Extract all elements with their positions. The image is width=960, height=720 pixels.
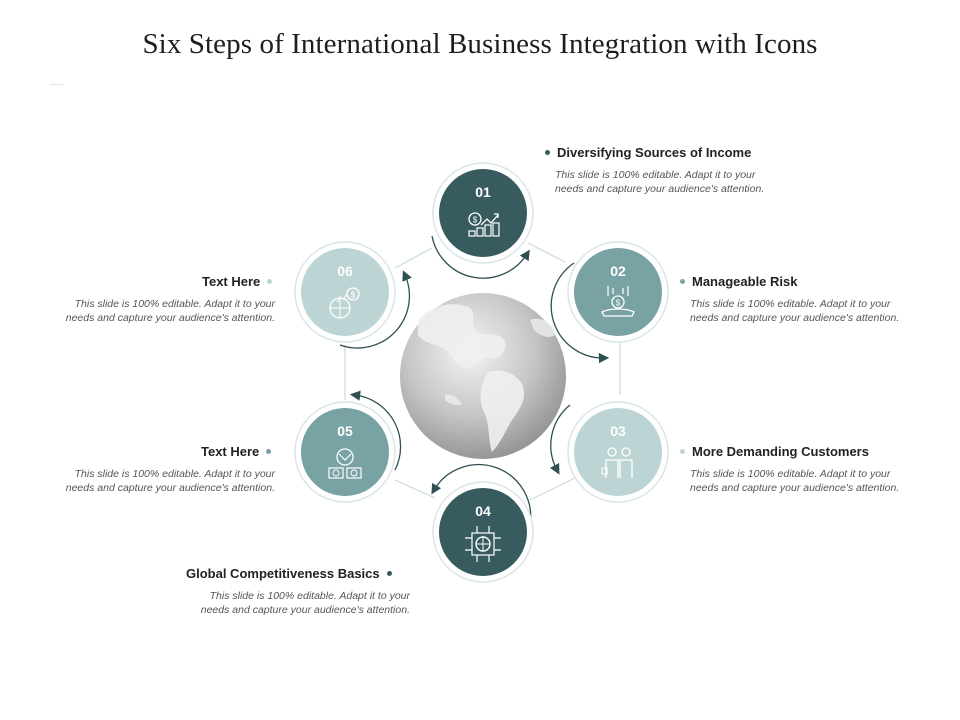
step-03-label-text: More Demanding Customers: [692, 444, 869, 459]
step-04-bullet: [386, 571, 392, 576]
step-01-desc-line2: needs and capture your audience's attent…: [555, 183, 765, 195]
svg-text:$: $: [616, 299, 621, 308]
step-05-circle: 05: [294, 401, 396, 503]
svg-text:$: $: [473, 216, 478, 225]
step-01-desc: This slide is 100% editable. Adapt it to…: [555, 168, 805, 196]
step-05-desc: This slide is 100% editable. Adapt it to…: [25, 467, 275, 495]
globe-network-icon: [465, 526, 501, 562]
step-01-fill: [439, 169, 527, 257]
arc-arrow-04: [431, 463, 532, 526]
money-growth-icon: $: [468, 212, 500, 237]
step-02-label-text: Manageable Risk: [692, 274, 798, 289]
step-04-label-text: Global Competitiveness Basics: [186, 566, 380, 581]
step-05-bullet: [266, 449, 272, 454]
step-04-circle: 04: [432, 481, 534, 583]
step-05-fill: [301, 408, 389, 496]
title-underline: [50, 84, 64, 85]
money-hand-icon: $: [601, 286, 635, 317]
step-03-number: 03: [610, 423, 626, 439]
step-01-bullet: [545, 150, 550, 155]
step-02-circle: 02 $: [567, 241, 669, 343]
step-06-fill: [301, 248, 389, 336]
step-02-desc: This slide is 100% editable. Adapt it to…: [690, 297, 940, 325]
connector-lines: [344, 242, 621, 501]
step-01-circle: 01 $: [432, 162, 534, 264]
step-03-desc: This slide is 100% editable. Adapt it to…: [690, 467, 940, 495]
step-02-fill: [574, 248, 662, 336]
step-06-circle: 06 $: [294, 241, 396, 343]
step-06-desc: This slide is 100% editable. Adapt it to…: [25, 297, 275, 325]
step-02-desc-line1: This slide is 100% editable. Adapt it to…: [690, 298, 891, 310]
step-05-number: 05: [337, 423, 353, 439]
svg-text:$: $: [351, 291, 356, 300]
step-04-label: Global Competitiveness Basics: [186, 566, 392, 581]
step-01-desc-line1: This slide is 100% editable. Adapt it to…: [555, 169, 756, 181]
step-04-number: 04: [475, 503, 491, 519]
step-04-desc: This slide is 100% editable. Adapt it to…: [160, 589, 410, 617]
step-02-bullet: [680, 279, 685, 284]
customers-icon: [601, 447, 633, 478]
arc-arrow-03: [549, 404, 571, 475]
step-03-circle: 03: [567, 401, 669, 503]
arc-arrow-05: [349, 390, 402, 471]
step-06-label: Text Here: [202, 274, 273, 289]
step-01-number: 01: [475, 184, 491, 200]
arc-arrow-06: [339, 270, 412, 349]
step-06-desc-line1: This slide is 100% editable. Adapt it to…: [74, 298, 275, 310]
global-money-icon: $: [329, 287, 360, 319]
arc-arrow-01: [431, 235, 530, 279]
step-04-fill: [439, 488, 527, 576]
step-03-desc-line2: needs and capture your audience's attent…: [690, 482, 900, 494]
step-03-desc-line1: This slide is 100% editable. Adapt it to…: [690, 468, 891, 480]
step-03-label: More Demanding Customers: [680, 444, 869, 459]
step-04-desc-line1: This slide is 100% editable. Adapt it to…: [209, 590, 410, 602]
step-01-label: Diversifying Sources of Income: [545, 145, 751, 160]
step-02-desc-line2: needs and capture your audience's attent…: [690, 312, 900, 324]
step-02-label: Manageable Risk: [680, 274, 798, 289]
step-05-label: Text Here: [201, 444, 272, 459]
step-01-label-text: Diversifying Sources of Income: [557, 145, 752, 160]
step-06-label-text: Text Here: [202, 274, 261, 289]
step-06-bullet: [267, 279, 273, 284]
step-03-bullet: [680, 449, 685, 454]
money-exchange-icon: [328, 448, 362, 479]
step-05-desc-line1: This slide is 100% editable. Adapt it to…: [74, 468, 275, 480]
step-06-number: 06: [337, 263, 353, 279]
step-03-fill: [574, 408, 662, 496]
cycle-arrows: [339, 235, 610, 526]
step-05-desc-line2: needs and capture your audience's attent…: [65, 482, 275, 494]
step-02-number: 02: [610, 263, 626, 279]
arc-arrow-02: [550, 262, 610, 364]
page-title: Six Steps of International Business Inte…: [142, 28, 818, 60]
globe-image: [400, 293, 566, 459]
step-04-desc-line2: needs and capture your audience's attent…: [200, 604, 410, 616]
step-06-desc-line2: needs and capture your audience's attent…: [65, 312, 275, 324]
step-05-label-text: Text Here: [201, 444, 260, 459]
